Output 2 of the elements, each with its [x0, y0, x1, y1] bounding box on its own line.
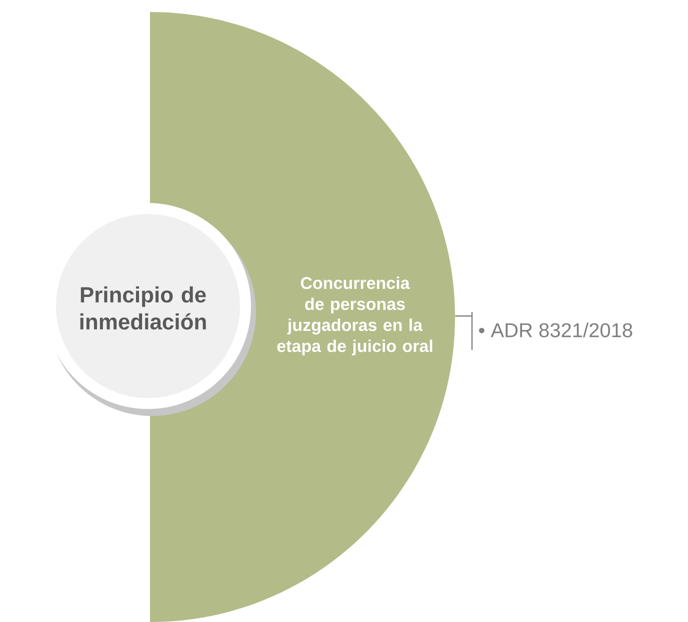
reference-label: • ADR 8321/2018 [479, 322, 632, 338]
bracket-connector [454, 311, 473, 351]
